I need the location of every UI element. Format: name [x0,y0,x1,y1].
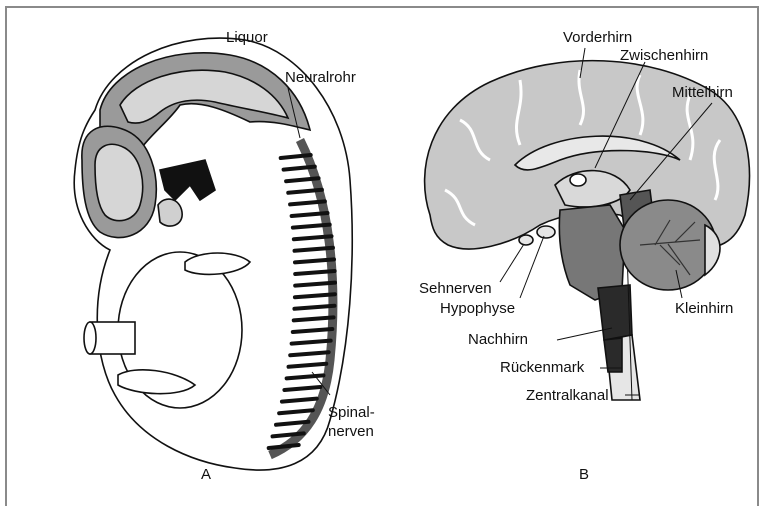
eye-vesicle [158,199,182,226]
thalamus [570,174,586,186]
label-hypophyse: Hypophyse [440,300,515,317]
optic-nerve [519,235,533,245]
panel-label-a: A [201,466,211,483]
label-nachhirn: Nachhirn [468,331,528,348]
label-sehnerven: Sehnerven [419,280,492,297]
label-zentralkanal: Zentralkanal [526,387,609,404]
label-spinalnerven-2: nerven [328,423,374,440]
embryo-drawing [74,38,352,470]
label-rueckenmark: Rückenmark [500,359,584,376]
label-neuralrohr: Neuralrohr [285,69,356,86]
label-mittelhirn: Mittelhirn [672,84,733,101]
pituitary [537,226,555,238]
label-spinalnerven-1: Spinal- [328,404,375,421]
panel-label-b: B [579,466,589,483]
label-liquor: Liquor [226,29,268,46]
label-kleinhirn: Kleinhirn [675,300,733,317]
medulla [598,285,632,340]
label-zwischenhirn: Zwischenhirn [620,47,708,64]
brain-drawing [425,61,750,400]
spinal-cord-lower [604,338,622,372]
label-vorderhirn: Vorderhirn [563,29,632,46]
